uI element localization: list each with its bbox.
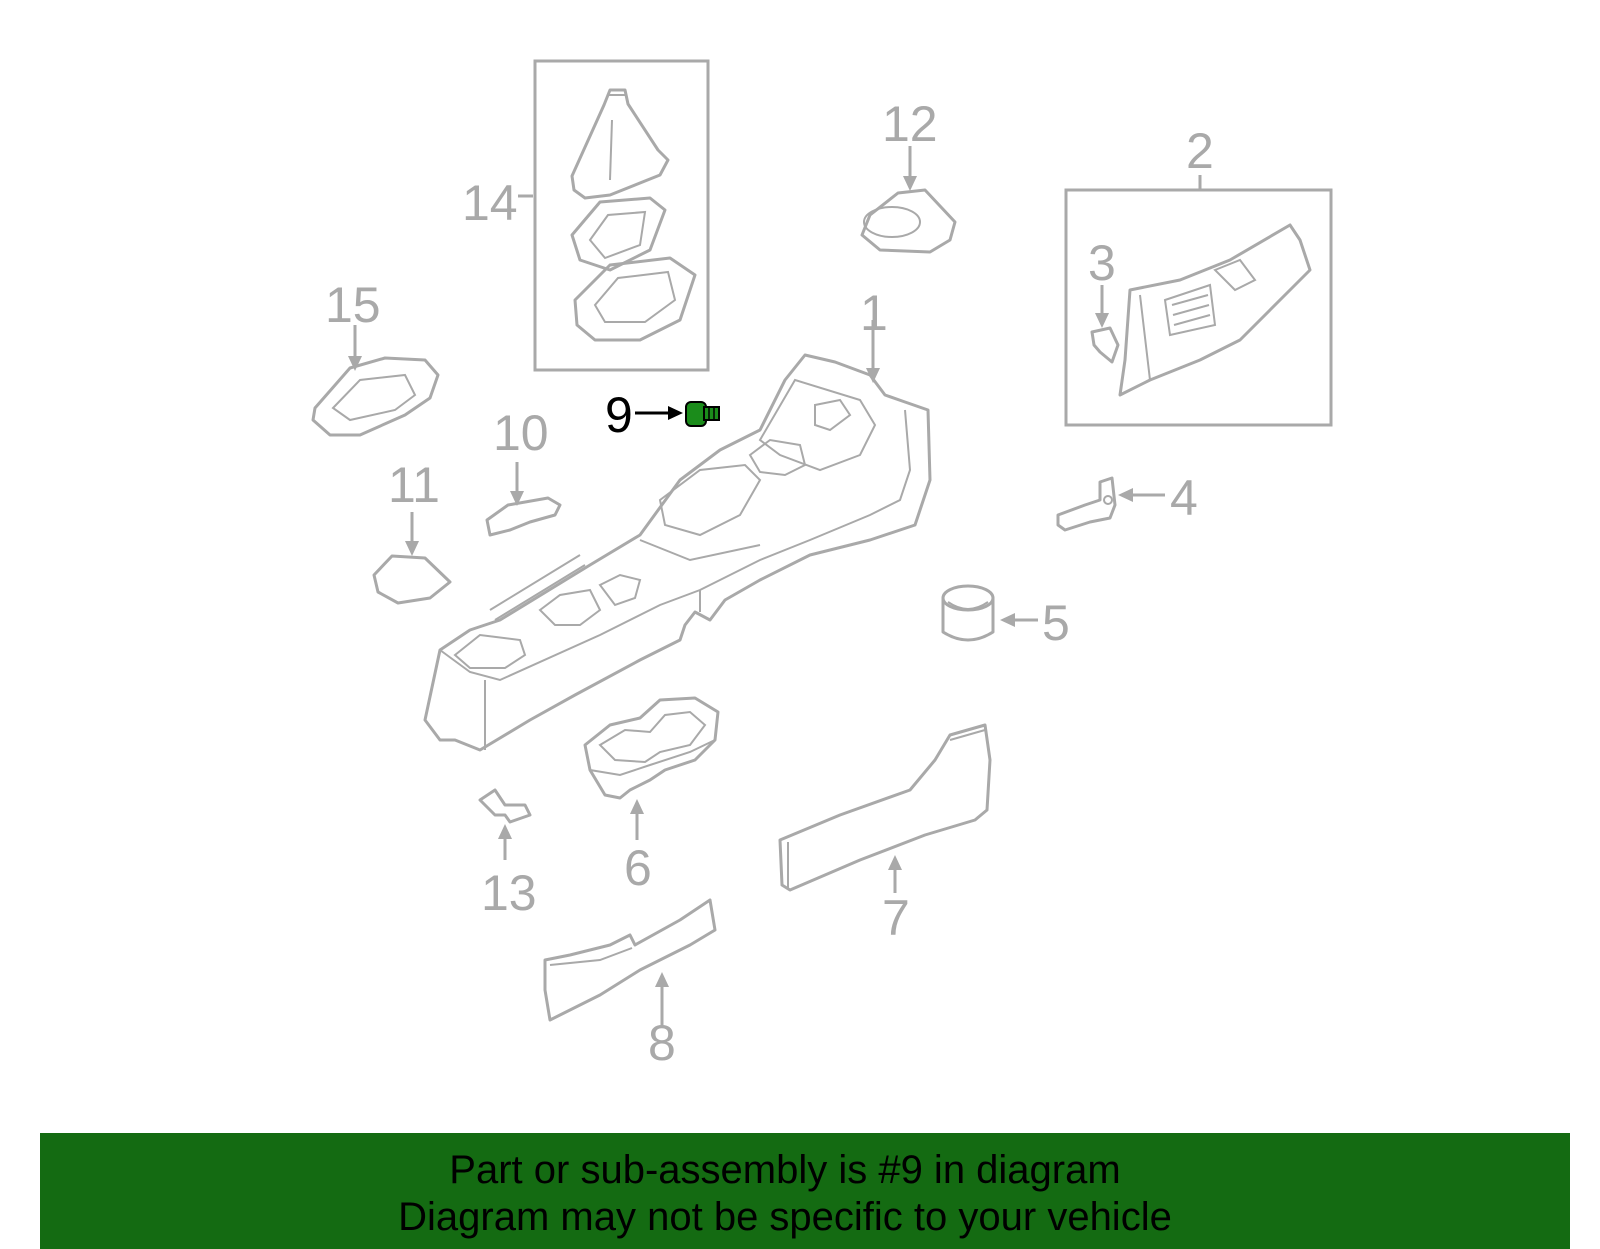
callout-13: 13: [481, 865, 537, 921]
part-14-box: [533, 59, 710, 372]
callout-8: 8: [648, 1015, 676, 1071]
part-1-console: [423, 353, 932, 752]
part-14-shift-boot-group[interactable]: 14: [462, 59, 710, 372]
part-6-group[interactable]: 6: [583, 696, 720, 896]
shift-boot: [570, 88, 670, 200]
part-13-clip: [478, 788, 532, 824]
part-5-group[interactable]: 5: [941, 584, 1070, 651]
callout-3: 3: [1088, 235, 1116, 291]
banner-line-2: Diagram may not be specific to your vehi…: [398, 1195, 1172, 1239]
part-2-panel: [1118, 223, 1312, 397]
part-9-screw: [685, 401, 720, 427]
part-15-group[interactable]: 15: [311, 277, 440, 437]
part-15-bezel: [311, 356, 440, 437]
part-4-bracket: [1056, 476, 1117, 532]
shift-bezel: [573, 256, 697, 342]
callout-6: 6: [624, 840, 652, 896]
callout-9: 9: [605, 387, 633, 443]
part-3-clip: [1090, 326, 1120, 364]
part-8-group[interactable]: 8: [543, 898, 717, 1071]
callout-12: 12: [882, 96, 938, 152]
banner-line-1: Part or sub-assembly is #9 in diagram: [449, 1148, 1121, 1192]
callout-15: 15: [325, 277, 381, 333]
info-banner: Part or sub-assembly is #9 in diagram Di…: [40, 1133, 1570, 1249]
part-12-group[interactable]: 12: [860, 96, 957, 254]
part-11-cover: [372, 554, 452, 605]
part-10-bracket: [485, 496, 562, 537]
part-3-group[interactable]: 3: [1088, 235, 1120, 364]
part-9-group[interactable]: 9: [605, 387, 720, 443]
part-8-side-panel: [543, 898, 717, 1022]
part-1-console-group[interactable]: 1: [423, 285, 932, 752]
part-10-group[interactable]: 10: [485, 405, 562, 537]
part-5-cup: [941, 596, 995, 642]
boot-retainer: [570, 196, 667, 272]
part-6-cupholder: [583, 696, 720, 800]
callout-2: 2: [1186, 123, 1214, 179]
part-4-group[interactable]: 4: [1056, 470, 1198, 532]
callout-1: 1: [860, 285, 888, 341]
callout-14: 14: [462, 175, 518, 231]
part-2-group[interactable]: 2: [1064, 123, 1333, 427]
callout-10: 10: [493, 405, 549, 461]
part-7-side-panel: [778, 723, 992, 892]
part-12-cap: [860, 188, 957, 254]
callout-4: 4: [1170, 470, 1198, 526]
callout-7: 7: [882, 890, 910, 946]
callout-11: 11: [388, 457, 440, 513]
part-11-group[interactable]: 11: [372, 457, 452, 605]
part-13-group[interactable]: 13: [478, 788, 537, 921]
part-7-group[interactable]: 7: [778, 723, 992, 946]
callout-5: 5: [1042, 595, 1070, 651]
